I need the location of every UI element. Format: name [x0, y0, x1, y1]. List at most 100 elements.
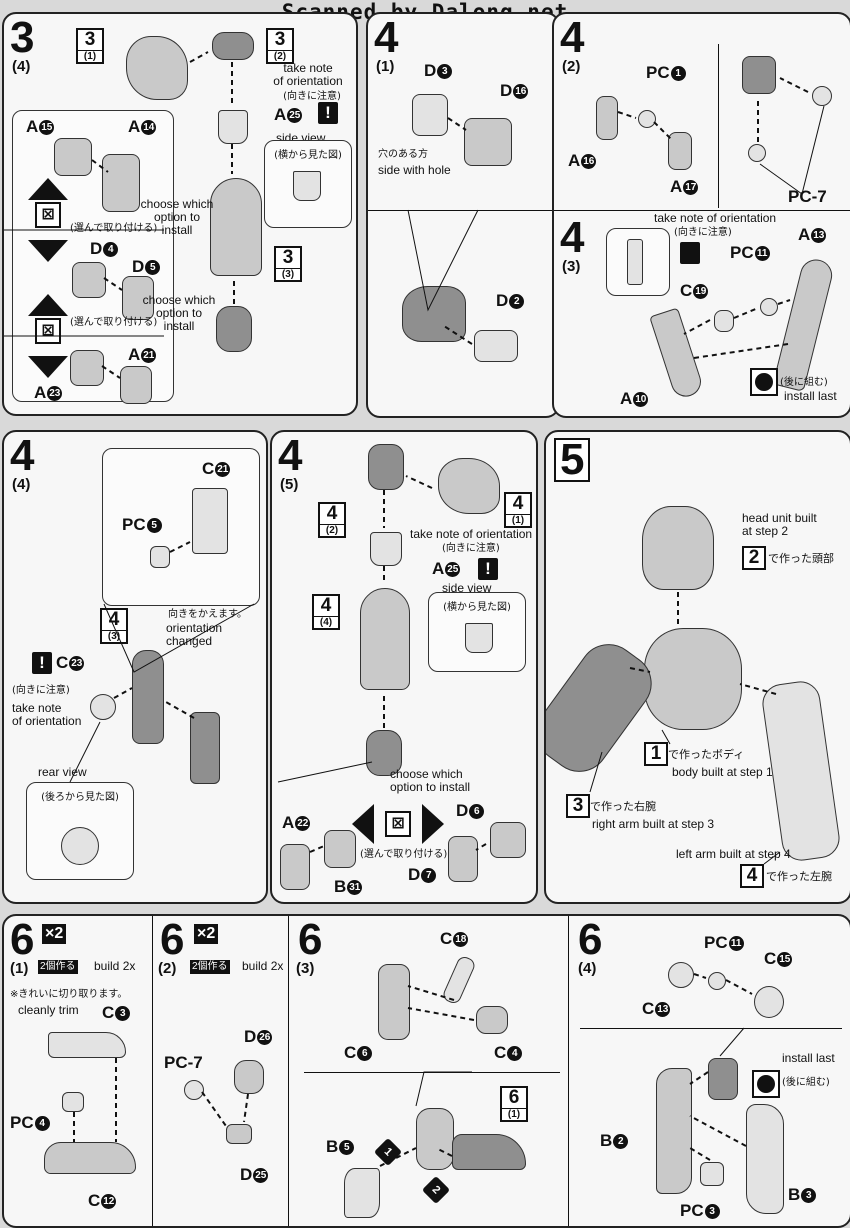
larm-text-en: left arm built at step 4	[676, 847, 791, 861]
body-text-en: body built at step 1	[672, 765, 773, 779]
step-number-6-4: 6	[578, 915, 603, 964]
panel-step-5: 5 head unit built at step 2 2 で作った頭部 1 で…	[544, 430, 850, 904]
part-pc11	[708, 972, 726, 990]
x2-badge: ×2	[42, 924, 67, 944]
install-last-jp: (後に組む)	[782, 1077, 830, 1088]
section-divider	[554, 210, 850, 211]
assembly-arrows	[407, 117, 479, 345]
orientation-jp: 向きをかえます。	[168, 609, 247, 620]
ref-larm-step-4: 4	[740, 864, 764, 888]
rear-view-text: rear view	[38, 765, 87, 779]
detail-inset	[102, 448, 260, 606]
side-view-jp: (横から見た図)	[443, 602, 511, 613]
take-note-jp: (向きに注意)	[283, 91, 341, 102]
shoulder-part	[126, 36, 188, 100]
part-d4	[72, 262, 106, 298]
step-number-6-3: 6	[298, 915, 323, 964]
forearm-part	[360, 588, 410, 690]
ref-rarm-step-3: 3	[566, 794, 590, 818]
install-last-text: install last	[784, 389, 837, 403]
section-divider	[580, 1028, 842, 1029]
take-note-text: take note of orientation	[654, 211, 777, 225]
step-number-6-2: 6	[160, 915, 185, 964]
part-c4	[476, 1006, 508, 1034]
panel-step-4-5: 4 (5) 4(1) 4(2) take note of orientation…	[270, 430, 538, 904]
choose-jp: (選んで取り付ける)	[360, 849, 448, 860]
part-pc3	[700, 1162, 724, 1186]
ref-step-4-2: 4(2)	[318, 502, 346, 538]
leg-frame-b2	[656, 1068, 692, 1194]
take-note-jp: (向きに注意)	[442, 543, 500, 554]
panel-step-3-4: 3 (4) 3(1) 3(2) take note of orientation…	[2, 12, 358, 416]
part-a17	[668, 132, 692, 170]
choose-jp-1: (選んで取り付ける)	[70, 223, 158, 234]
body-text-jp: で作ったボディ	[668, 748, 745, 761]
part-c6	[378, 964, 410, 1040]
part-a16	[596, 96, 618, 140]
section-divider-v	[718, 44, 719, 208]
part-a25	[370, 532, 402, 566]
build-text: build 2x	[242, 959, 284, 973]
trim-jp: ※きれいに切り取ります。	[10, 989, 128, 1000]
updown-arrow-2: ⊠	[28, 294, 68, 378]
head-text-jp: で作った頭部	[768, 552, 834, 565]
ref-step-3-2: 3(2)	[266, 28, 294, 64]
part-a21	[120, 366, 152, 404]
warning-icon: !	[318, 102, 338, 124]
part-d25	[226, 1124, 252, 1144]
substep-label: (2)	[562, 58, 581, 75]
divider-6-2	[288, 916, 289, 1226]
part-d6	[490, 822, 526, 858]
side-view-part	[293, 171, 321, 201]
assembly-arrows	[277, 475, 487, 853]
rarm-text-jp: で作った右腕	[590, 800, 656, 813]
part-a25	[218, 110, 248, 144]
take-note-jp: (向きに注意)	[674, 227, 732, 238]
head-part	[402, 286, 466, 342]
assembly-arrows	[617, 77, 825, 359]
joint-part	[742, 56, 776, 94]
part-a22	[280, 844, 310, 890]
substep-label-6-3: (3)	[296, 960, 315, 977]
part-b5	[344, 1168, 380, 1218]
step-number-6-1: 6	[10, 915, 35, 964]
step-number: 4	[560, 13, 585, 62]
part-pc4	[62, 1092, 84, 1112]
hole-jp: 穴のある方	[378, 149, 428, 160]
part-c19	[714, 310, 734, 332]
choose-text-1: choose which option to install	[140, 197, 214, 237]
rear-view-inset: (後ろから見た図)	[26, 782, 134, 880]
forearm-part	[210, 178, 262, 276]
ref-body-step-1: 1	[644, 742, 668, 766]
orientation-inset	[606, 228, 670, 296]
warning-icon: !	[478, 558, 498, 580]
ref-step-6-1: 6(1)	[500, 1086, 528, 1122]
choose-jp-2: (選んで取り付ける)	[70, 317, 158, 328]
body-unit	[644, 628, 742, 730]
hand-part	[216, 306, 252, 352]
assembly-arrows	[4, 51, 235, 379]
